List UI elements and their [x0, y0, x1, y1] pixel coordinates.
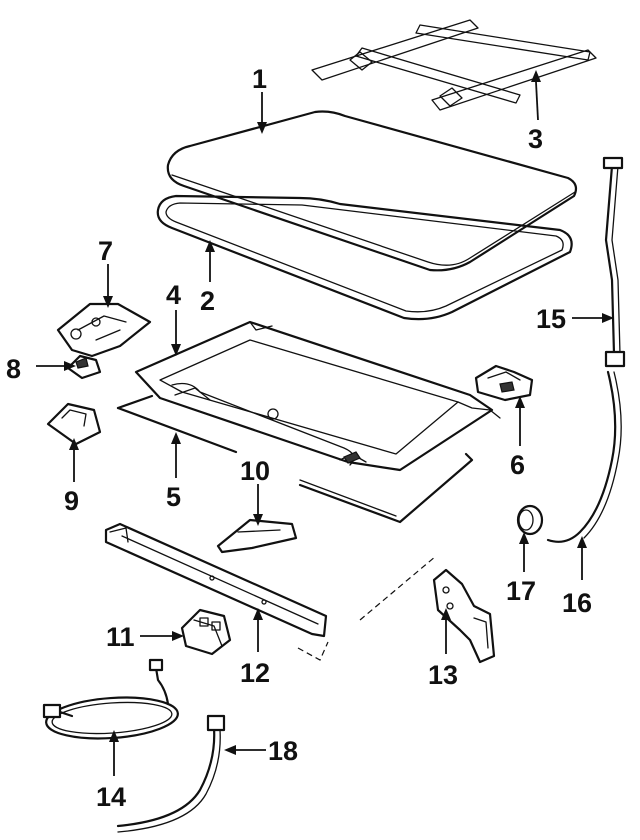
- part-13-hinge: [432, 568, 496, 664]
- callout-13: 13: [428, 660, 458, 690]
- part-18-cable: [116, 714, 226, 833]
- part-7-latch: [56, 302, 152, 358]
- part-5-drain-seal: [116, 394, 474, 524]
- callout-16: 16: [562, 588, 592, 618]
- callout-8: 8: [6, 354, 21, 384]
- part-8-clip: [66, 354, 102, 380]
- callout-9: 9: [64, 486, 79, 516]
- leader-lines: [36, 70, 614, 776]
- part-14-wire-harness: [42, 658, 179, 740]
- callout-5: 5: [166, 482, 181, 512]
- part-4-frame-housing: [134, 320, 501, 472]
- part-10-bracket: [216, 518, 298, 554]
- callout-15: 15: [536, 304, 566, 334]
- callout-labels: 1 2 3 4 5 6 7 8 9 10 11 12 13 14 15 16 1…: [6, 64, 592, 812]
- callout-2: 2: [200, 286, 215, 316]
- part-3-sunshade-straps: [311, 19, 597, 111]
- callout-10: 10: [240, 456, 270, 486]
- part-17-grommet: [516, 504, 544, 536]
- reference-lines: [297, 555, 437, 661]
- part-12-track-rail: [104, 522, 328, 638]
- callout-4: 4: [166, 280, 181, 310]
- callout-12: 12: [240, 658, 270, 688]
- callout-18: 18: [268, 736, 298, 766]
- callout-6: 6: [510, 450, 525, 480]
- callout-11: 11: [106, 622, 135, 652]
- part-15-drain-hose: [602, 156, 626, 368]
- part-16-drain-hose: [546, 370, 622, 543]
- callout-3: 3: [528, 124, 543, 154]
- part-1-glass-panel: [166, 110, 578, 272]
- part-11-motor: [180, 608, 232, 656]
- callout-14: 14: [96, 782, 126, 812]
- part-9-switch: [46, 402, 102, 446]
- callout-1: 1: [252, 64, 267, 94]
- callout-7: 7: [98, 236, 113, 266]
- part-2-glass-seal: [156, 194, 573, 321]
- part-6-bracket: [474, 364, 534, 402]
- callout-17: 17: [506, 576, 536, 606]
